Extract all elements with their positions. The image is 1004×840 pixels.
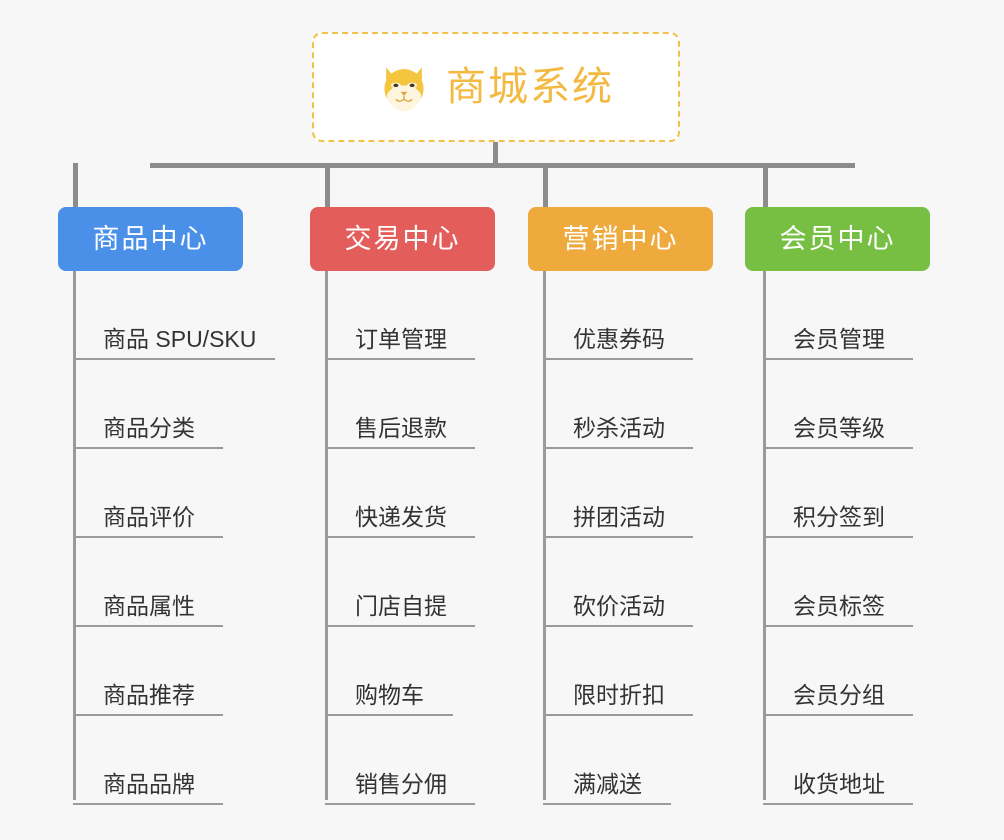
category-label: 会员中心	[779, 223, 896, 254]
leaf-item[interactable]: 会员分组	[763, 627, 923, 716]
leaf-item-label: 商品推荐	[103, 682, 195, 708]
leaf-item-label: 购物车	[355, 682, 424, 708]
leaf-item-underline	[763, 625, 913, 627]
leaf-item-label: 售后退款	[355, 415, 447, 441]
connector-root-stem	[493, 142, 498, 168]
leaf-spine	[543, 271, 546, 800]
leaf-item-underline	[73, 447, 223, 449]
leaf-item[interactable]: 商品品牌	[73, 716, 233, 805]
leaf-item-underline	[325, 536, 475, 538]
leaf-item-underline	[543, 447, 693, 449]
category-box-2[interactable]: 营销中心	[528, 207, 713, 271]
leaf-item-label: 订单管理	[355, 326, 447, 352]
category-box-0[interactable]: 商品中心	[58, 207, 243, 271]
leaf-item-underline	[763, 803, 913, 805]
leaf-item-label: 优惠券码	[573, 326, 665, 352]
leaf-spine	[73, 271, 76, 800]
connector-drop-1	[325, 163, 330, 209]
leaf-item[interactable]: 购物车	[325, 627, 463, 716]
leaf-item[interactable]: 门店自提	[325, 538, 485, 627]
category-label: 商品中心	[92, 223, 209, 254]
leaf-item-underline	[763, 536, 913, 538]
leaf-item-underline	[543, 358, 693, 360]
leaf-item-label: 砍价活动	[573, 593, 665, 619]
leaf-item[interactable]: 收货地址	[763, 716, 923, 805]
leaf-item-label: 商品 SPU/SKU	[103, 326, 257, 352]
root-node[interactable]: 商城系统	[312, 32, 680, 142]
leaf-item-label: 秒杀活动	[573, 415, 665, 441]
root-title: 商城系统	[446, 65, 614, 109]
leaf-item[interactable]: 积分签到	[763, 449, 923, 538]
leaf-item-label: 限时折扣	[573, 682, 665, 708]
leaf-item[interactable]: 商品分类	[73, 360, 233, 449]
leaf-item[interactable]: 商品属性	[73, 538, 233, 627]
leaf-item-underline	[73, 358, 275, 360]
category-box-1[interactable]: 交易中心	[310, 207, 495, 271]
connector-drop-2	[543, 163, 548, 209]
leaf-item-label: 会员管理	[793, 326, 885, 352]
leaf-item-label: 门店自提	[355, 593, 447, 619]
leaf-item[interactable]: 优惠券码	[543, 271, 703, 360]
leaf-item-underline	[325, 714, 453, 716]
leaf-item-underline	[325, 803, 475, 805]
leaf-item-label: 商品分类	[103, 415, 195, 441]
leaf-item-label: 商品评价	[103, 504, 195, 530]
category-label: 交易中心	[344, 223, 461, 254]
connector-drop-3	[763, 163, 768, 209]
leaf-item-label: 会员等级	[793, 415, 885, 441]
leaf-item[interactable]: 会员等级	[763, 360, 923, 449]
leaf-item[interactable]: 秒杀活动	[543, 360, 703, 449]
leaf-item[interactable]: 商品 SPU/SKU	[73, 271, 285, 360]
leaf-item[interactable]: 会员管理	[763, 271, 923, 360]
leaf-item-underline	[325, 447, 475, 449]
leaf-item[interactable]: 限时折扣	[543, 627, 703, 716]
leaf-item-label: 会员标签	[793, 593, 885, 619]
leaf-item[interactable]: 售后退款	[325, 360, 485, 449]
leaf-item-underline	[73, 625, 223, 627]
leaf-item-underline	[325, 358, 475, 360]
leaf-item-underline	[73, 536, 223, 538]
leaf-spine	[763, 271, 766, 800]
category-label: 营销中心	[562, 223, 679, 254]
leaf-item-underline	[73, 803, 223, 805]
leaf-spine	[325, 271, 328, 800]
leaf-item-underline	[763, 447, 913, 449]
leaf-item-label: 商品属性	[103, 593, 195, 619]
leaf-item[interactable]: 快递发货	[325, 449, 485, 538]
leaf-item[interactable]: 拼团活动	[543, 449, 703, 538]
leaf-item[interactable]: 砍价活动	[543, 538, 703, 627]
leaf-item-underline	[543, 625, 693, 627]
leaf-item-label: 商品品牌	[103, 771, 195, 797]
leaf-item-underline	[763, 714, 913, 716]
connector-drop-0	[73, 163, 78, 209]
leaf-item-underline	[763, 358, 913, 360]
leaf-item-label: 会员分组	[793, 682, 885, 708]
leaf-item-label: 满减送	[573, 771, 642, 797]
leaf-item-underline	[325, 625, 475, 627]
leaf-item-label: 收货地址	[793, 771, 885, 797]
leaf-item-label: 积分签到	[793, 504, 885, 530]
shiba-dog-icon	[384, 67, 424, 112]
leaf-item-underline	[543, 803, 671, 805]
leaf-item-label: 拼团活动	[573, 504, 665, 530]
connector-horizontal-bus	[150, 163, 855, 168]
leaf-item-label: 快递发货	[355, 504, 447, 530]
leaf-item[interactable]: 销售分佣	[325, 716, 485, 805]
leaf-item-label: 销售分佣	[355, 771, 447, 797]
leaf-item-underline	[543, 714, 693, 716]
leaf-item[interactable]: 商品推荐	[73, 627, 233, 716]
category-box-3[interactable]: 会员中心	[745, 207, 930, 271]
leaf-item[interactable]: 订单管理	[325, 271, 485, 360]
leaf-item[interactable]: 会员标签	[763, 538, 923, 627]
leaf-item-underline	[543, 536, 693, 538]
leaf-item[interactable]: 商品评价	[73, 449, 233, 538]
leaf-item[interactable]: 满减送	[543, 716, 681, 805]
leaf-item-underline	[73, 714, 223, 716]
